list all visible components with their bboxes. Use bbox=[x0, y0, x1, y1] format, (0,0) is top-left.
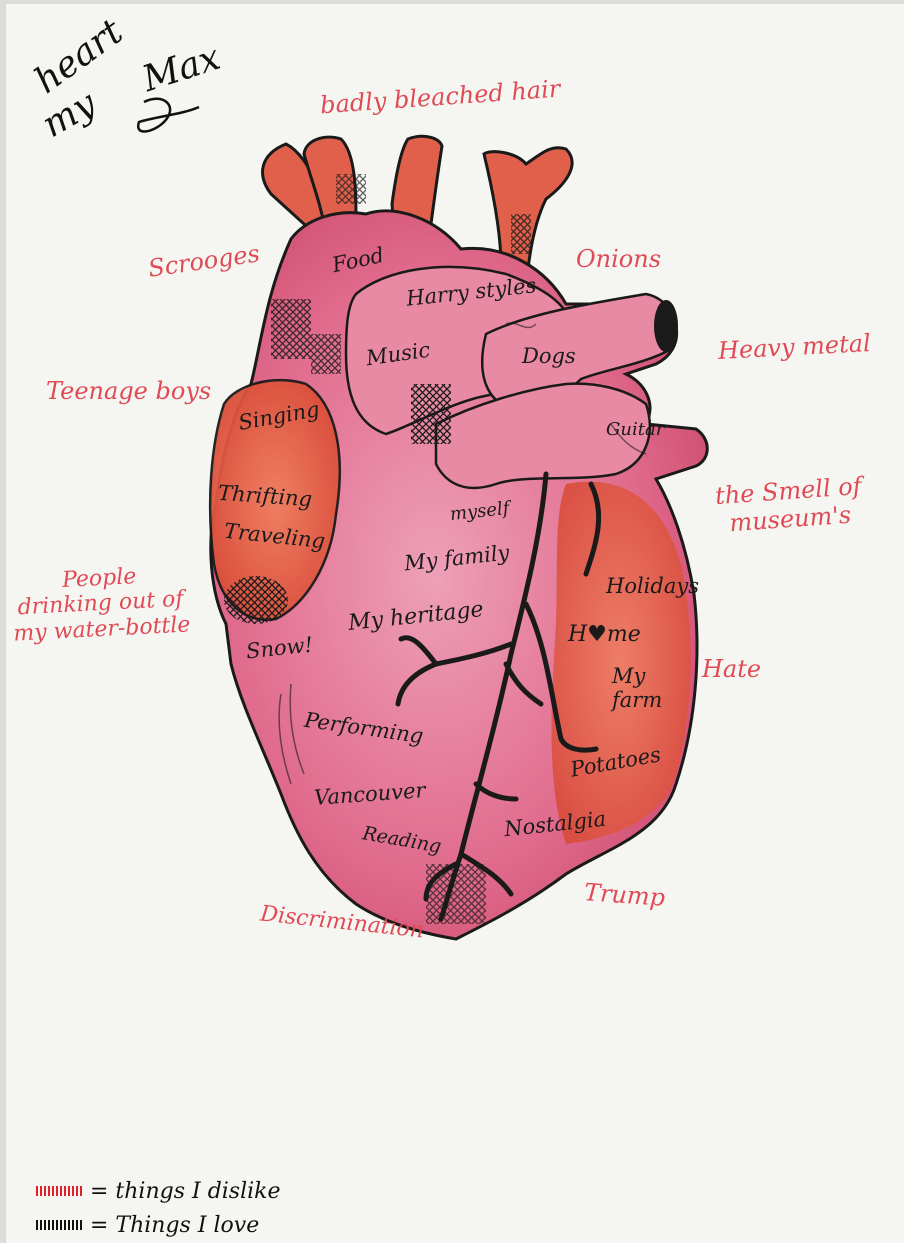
label-teenage-boys: Teenage boys bbox=[46, 378, 211, 406]
label-guitar: Guitar bbox=[606, 420, 664, 441]
legend-black-scribble-icon bbox=[36, 1220, 84, 1230]
legend-love-row: = Things I love bbox=[36, 1208, 281, 1242]
label-onions: Onions bbox=[576, 246, 661, 274]
legend-love-label: = Things I love bbox=[90, 1213, 259, 1238]
legend-dislike-label: = things I dislike bbox=[90, 1179, 281, 1204]
label-my-farm: My farm bbox=[612, 664, 662, 712]
legend-dislike-row: = things I dislike bbox=[36, 1174, 281, 1208]
paper-sheet: heart my Max badly bleached hair Scrooge… bbox=[6, 4, 904, 1243]
label-trump: Trump bbox=[583, 879, 666, 912]
title-block: heart my Max bbox=[24, 22, 224, 152]
label-hate: Hate bbox=[702, 656, 761, 684]
label-smell-of-museums: the Smell of museum's bbox=[714, 473, 864, 538]
label-holidays: Holidays bbox=[606, 574, 699, 598]
legend: = things I dislike = Things I love bbox=[36, 1174, 281, 1242]
label-people-drinking: People drinking out of my water-bottle bbox=[10, 561, 191, 646]
title-flourish bbox=[24, 22, 224, 152]
label-home: H♥me bbox=[568, 622, 641, 647]
label-dogs: Dogs bbox=[522, 344, 576, 368]
right-ventricle bbox=[552, 482, 691, 844]
legend-red-scribble-icon bbox=[36, 1186, 84, 1196]
